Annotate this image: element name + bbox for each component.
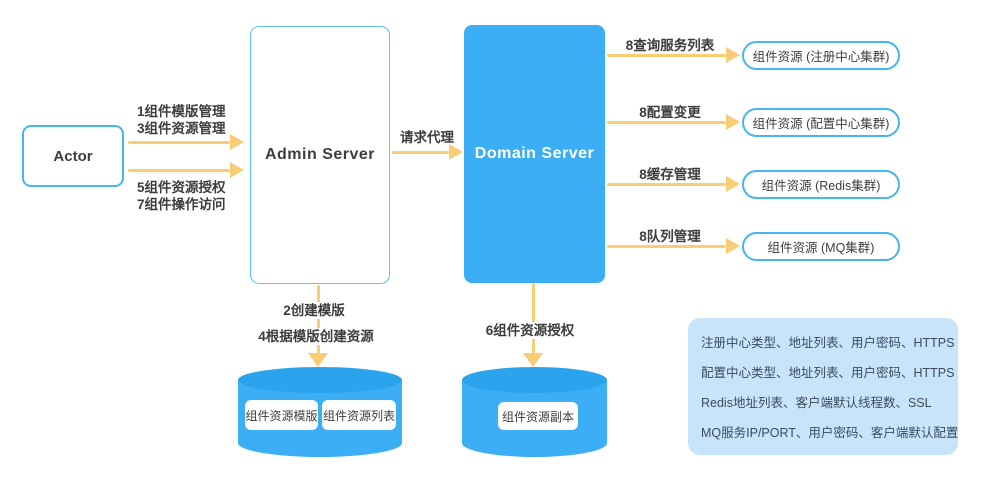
db-item-label: 组件资源列表 bbox=[322, 408, 395, 423]
resource-box-label: 组件资源 (注册中心集群) bbox=[752, 50, 890, 64]
db-item-resource-replica: 组件资源副本 bbox=[498, 402, 578, 430]
resource-box-label: 组件资源 (配置中心集群) bbox=[752, 117, 890, 131]
resource-box-config-cluster: 组件资源 (配置中心集群) bbox=[742, 108, 900, 137]
edge-label-line: 7组件操作访问 bbox=[137, 197, 226, 212]
domain-server-node: Domain Server bbox=[464, 25, 605, 283]
arrow-head-icon bbox=[726, 114, 740, 130]
admin-database-cylinder: 组件资源模版 组件资源列表 bbox=[238, 367, 402, 457]
resource-box-redis-cluster: 组件资源 (Redis集群) bbox=[742, 170, 900, 199]
edge-label-proxy: 请求代理 bbox=[400, 130, 454, 145]
resource-box-registry-cluster: 组件资源 (注册中心集群) bbox=[742, 41, 900, 70]
arrow-head-icon bbox=[726, 47, 740, 63]
arrow-head-icon bbox=[726, 176, 740, 192]
db-item-resource-template: 组件资源模版 bbox=[245, 400, 318, 430]
db-item-label: 组件资源副本 bbox=[501, 409, 574, 424]
actor-node: Actor bbox=[22, 125, 124, 187]
arrow-line-actor-admin-top bbox=[128, 141, 230, 144]
admin-server-node: Admin Server bbox=[250, 26, 390, 284]
arrow-head-icon bbox=[726, 238, 740, 254]
arrow-head-icon bbox=[230, 134, 244, 150]
info-line-registry: 注册中心类型、地址列表、用户密码、HTTPS bbox=[701, 336, 955, 350]
resource-box-label: 组件资源 (MQ集群) bbox=[767, 241, 875, 255]
arrow-line-admin-db bbox=[317, 285, 320, 354]
arrow-line-admin-domain bbox=[392, 151, 449, 154]
domain-server-label: Domain Server bbox=[474, 145, 595, 162]
arrow-head-icon bbox=[523, 353, 543, 367]
edge-label-create-resource-from-template: 4根据模版创建资源 bbox=[253, 328, 379, 345]
db-item-label: 组件资源模版 bbox=[245, 408, 318, 423]
actor-label: Actor bbox=[53, 147, 93, 165]
edge-label-actor-admin-top: 1组件模版管理 3组件资源管理 bbox=[137, 103, 226, 137]
arrow-head-icon bbox=[449, 144, 463, 160]
info-line-config: 配置中心类型、地址列表、用户密码、HTTPS bbox=[701, 366, 955, 380]
cylinder-top-icon bbox=[238, 367, 402, 393]
edge-label-queue-management: 8队列管理 bbox=[639, 229, 701, 244]
edge-label-line: 3组件资源管理 bbox=[137, 121, 226, 136]
arrow-line-domain-redis bbox=[607, 183, 726, 186]
info-line-redis: Redis地址列表、客户端默认线程数、SSL bbox=[701, 396, 932, 410]
edge-label-cache-management: 8缓存管理 bbox=[639, 167, 701, 182]
arrow-head-icon bbox=[308, 353, 328, 367]
edge-label-config-change: 8配置变更 bbox=[639, 105, 701, 120]
edge-label-line: 5组件资源授权 bbox=[137, 180, 226, 195]
edge-label-line: 1组件模版管理 bbox=[137, 104, 226, 119]
admin-server-label: Admin Server bbox=[264, 146, 376, 163]
info-line-mq: MQ服务IP/PORT、用户密码、客户端默认配置 bbox=[701, 426, 959, 440]
arrow-line-actor-admin-bottom bbox=[128, 169, 230, 172]
edge-label-resource-authorization: 6组件资源授权 bbox=[480, 322, 580, 339]
db-item-resource-list: 组件资源列表 bbox=[322, 400, 396, 430]
edge-label-query-service-list: 8查询服务列表 bbox=[625, 38, 715, 53]
domain-database-cylinder: 组件资源副本 bbox=[462, 367, 607, 457]
resource-box-label: 组件资源 (Redis集群) bbox=[761, 179, 881, 193]
cylinder-top-icon bbox=[462, 367, 607, 393]
resource-config-info-panel: 注册中心类型、地址列表、用户密码、HTTPS 配置中心类型、地址列表、用户密码、… bbox=[688, 318, 958, 455]
arrow-line-domain-registry bbox=[607, 54, 726, 57]
edge-label-actor-admin-bottom: 5组件资源授权 7组件操作访问 bbox=[137, 179, 226, 213]
arrow-line-domain-db bbox=[532, 283, 535, 354]
arrow-line-domain-mq bbox=[607, 245, 726, 248]
resource-box-mq-cluster: 组件资源 (MQ集群) bbox=[742, 232, 900, 261]
arrow-head-icon bbox=[230, 162, 244, 178]
arrow-line-domain-config bbox=[607, 121, 726, 124]
edge-label-create-template: 2创建模版 bbox=[278, 302, 350, 319]
